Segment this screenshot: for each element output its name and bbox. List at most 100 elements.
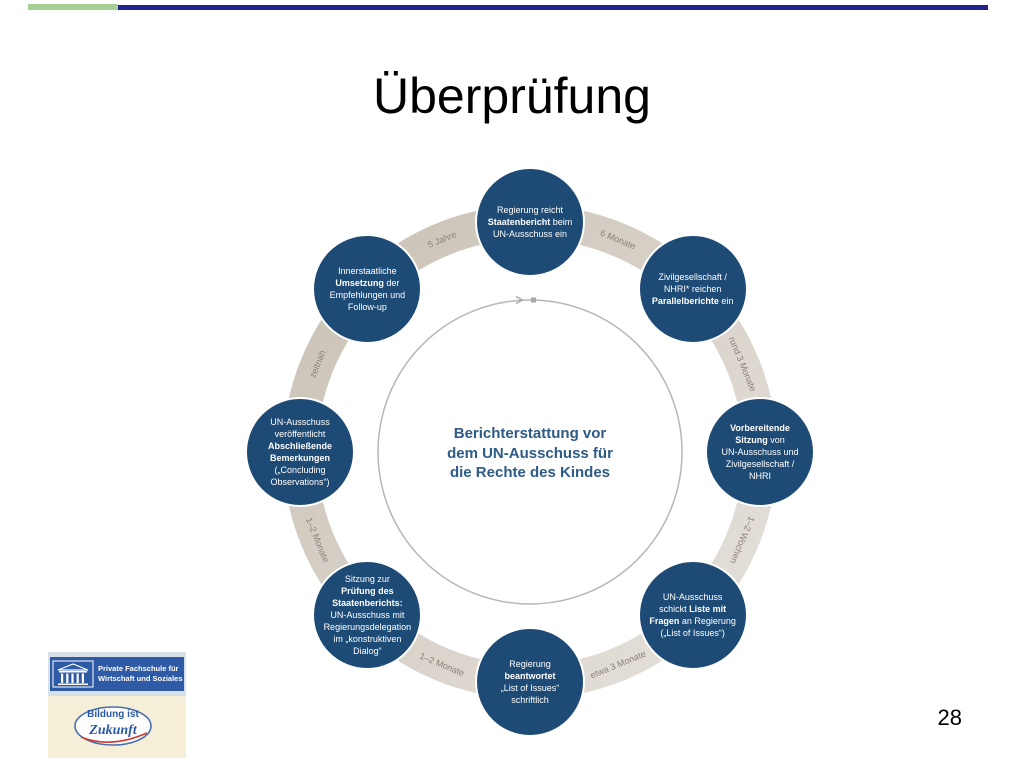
step-node-line: UN-Ausschuss ein	[493, 228, 567, 240]
slide-title: Überprüfung	[373, 68, 651, 124]
step-node-text: UN-Ausschuss	[270, 417, 330, 427]
step-node-text: Regierung reicht	[496, 205, 564, 215]
step-node-keyword: Liste mit	[689, 603, 727, 614]
slogan-logo: Bildung ist Zukunft	[48, 696, 186, 758]
step-node-keyword: Bemerkungen	[269, 453, 331, 463]
step-node-line: Dialog“	[353, 645, 382, 657]
step-node-text: NHRI* reichen	[663, 284, 722, 295]
school-name: Private Fachschule für Wirtschaft und So…	[98, 664, 183, 684]
step-node-keyword: Sitzung	[735, 435, 768, 445]
step-node-line: („Concluding	[274, 464, 325, 476]
step-node-text: UN-Ausschuss mit	[330, 609, 405, 620]
step-node-line: Zivilgesellschaft /	[726, 458, 795, 470]
step-node-keyword: beantwortet	[504, 671, 556, 681]
step-node-keyword: Parallelberichte	[651, 296, 719, 307]
slogan-line: Zukunft	[89, 723, 137, 738]
step-node-text: Innerstaatliche	[338, 266, 397, 277]
step-node-line: NHRI	[749, 470, 771, 482]
step-node-keyword: Umsetzung	[335, 278, 384, 289]
step-node-line: schickt Liste mit	[659, 603, 726, 615]
step-node-text: schriftlich	[511, 695, 549, 705]
step-node-text: UN-Ausschuss ein	[492, 229, 568, 239]
center-title-line: dem UN-Ausschuss für	[447, 444, 613, 462]
step-node-line: im „konstruktiven	[333, 633, 401, 645]
step-node-line: Sitzung zur	[345, 573, 390, 585]
step-node-text: Dialog“	[353, 645, 382, 656]
step-node-line: UN-Ausschuss	[270, 416, 330, 428]
step-node-text: „List of Issues“	[500, 683, 560, 693]
school-name-line: Private Fachschule für	[98, 664, 179, 673]
building-icon	[52, 660, 94, 688]
center-title-line: Berichterstattung vor	[453, 425, 607, 442]
step-node-text: beim	[550, 217, 573, 227]
direction-arrow-icon	[515, 295, 524, 305]
step-node-text: UN-Ausschuss und	[721, 447, 799, 457]
step-node-keyword: Staatenbericht	[487, 217, 551, 227]
step-node-text: UN-Ausschuss	[662, 591, 723, 602]
school-logo-header: Private Fachschule für Wirtschaft und So…	[48, 652, 186, 696]
step-node-text: schickt	[659, 603, 690, 614]
step-node-line: Follow-up	[348, 301, 387, 313]
step-node-keyword: Staatenberichts:	[332, 597, 403, 608]
step-node-keyword: Prüfung des	[341, 585, 394, 596]
step-node-line: Observations“)	[270, 476, 329, 488]
step-node-line: veröffentlicht	[275, 428, 326, 440]
step-node-text: von	[767, 435, 785, 445]
step-node-line: Umsetzung der	[335, 277, 399, 289]
step-node-text: Follow-up	[347, 302, 387, 313]
step-node-keyword: Fragen	[649, 615, 680, 626]
step-node-line: Abschließende	[268, 440, 332, 452]
step-node-text: Regierungsdelegation	[323, 621, 412, 632]
step-node-text: Zivilgesellschaft /	[658, 272, 727, 283]
page-number: 28	[937, 705, 962, 730]
center-title-line: die Rechte des Kindes	[449, 464, 611, 481]
step-node-text: veröffentlicht	[274, 429, 326, 439]
step-node-line: beantwortet	[504, 670, 555, 682]
step-node-line: UN-Ausschuss und	[721, 446, 798, 458]
step-node-5: Regierung beantwortet „List of Issues“ schr…	[475, 627, 585, 737]
step-node-line: Parallelberichte ein	[652, 295, 734, 307]
step-node-line: UN-Ausschuss	[663, 591, 723, 603]
direction-marker	[531, 297, 536, 303]
step-node-line: schriftlich	[511, 694, 549, 706]
step-node-line: Regierung reicht	[497, 204, 563, 216]
step-node-line: Vorbereitende	[730, 422, 790, 434]
slogan-oval-icon	[74, 706, 152, 746]
step-node-text: an Regierung	[679, 615, 736, 626]
step-node-line: Bemerkungen	[270, 452, 330, 464]
step-node-line: „List of Issues“	[501, 682, 560, 694]
step-node-line: („List of Issues“)	[660, 627, 725, 639]
step-node-line: Innerstaatliche	[338, 265, 397, 277]
step-node-line: Empfehlungen und	[330, 289, 406, 301]
step-node-keyword: Vorbereitende	[730, 423, 790, 433]
step-node-text: („List of Issues“)	[660, 627, 725, 638]
step-node-text: („Concluding	[274, 465, 326, 475]
step-node-line: Regierungsdelegation	[324, 621, 412, 633]
school-logo: Private Fachschule für Wirtschaft und So…	[48, 652, 186, 758]
step-node-text: Empfehlungen und	[329, 290, 406, 301]
step-node-text: ein	[718, 296, 734, 307]
step-node-line: UN-Ausschuss mit	[330, 609, 404, 621]
step-node-line: Zivilgesellschaft /	[658, 271, 727, 283]
step-node-text: Regierung	[509, 659, 551, 669]
step-node-text: der	[383, 278, 400, 289]
step-node-line: Staatenbericht beim	[488, 216, 573, 228]
step-node-text: im „konstruktiven	[333, 633, 402, 644]
header-bar	[118, 5, 988, 10]
slogan-line: Bildung ist	[87, 709, 139, 720]
step-node-line: Sitzung von	[735, 434, 785, 446]
step-node-line: Prüfung des	[341, 585, 394, 597]
center-circle	[377, 299, 683, 605]
step-node-text: Zivilgesellschaft /	[725, 459, 795, 469]
center-title: Berichterstattung vor dem UN-Ausschuss f…	[380, 424, 680, 483]
step-node-keyword: Abschließende	[267, 441, 332, 451]
step-node-line: Regierung	[509, 658, 551, 670]
step-node-line: Staatenberichts:	[332, 597, 403, 609]
